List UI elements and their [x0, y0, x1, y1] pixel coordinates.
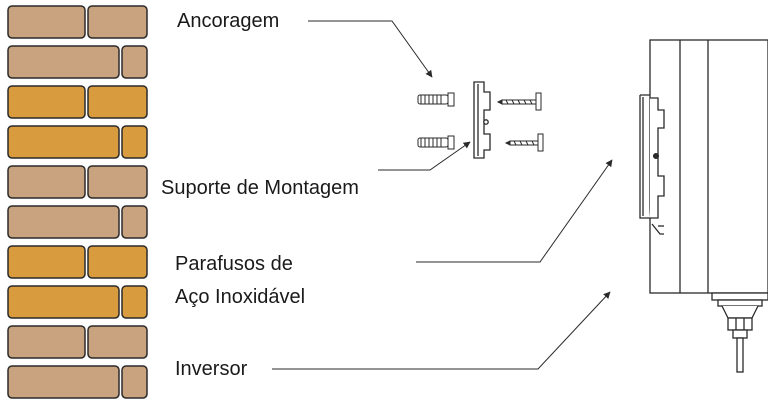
brick — [7, 165, 86, 199]
brick — [7, 125, 120, 159]
wall-anchor-bottom — [417, 135, 455, 150]
brick — [121, 365, 148, 399]
brick — [7, 45, 120, 79]
inverter-leader-line — [272, 291, 611, 370]
brick — [121, 285, 148, 319]
brick — [7, 245, 86, 279]
mounting-bracket — [473, 81, 491, 159]
label-inverter: Inversor — [175, 358, 248, 380]
label-screws-line1: Parafusos de — [175, 253, 293, 275]
bracket-leader-line — [378, 141, 471, 171]
label-anchor: Ancoragem — [177, 10, 280, 32]
screws-leader-line — [416, 159, 613, 263]
brick-wall — [7, 5, 148, 399]
brick — [87, 325, 148, 359]
brick — [87, 5, 148, 39]
brick — [87, 245, 148, 279]
brick — [7, 85, 86, 119]
label-screws-line2: Aço Inoxidável — [175, 286, 306, 308]
anchor-leader-line — [308, 20, 433, 78]
wall-anchor-top — [417, 92, 455, 107]
brick — [87, 85, 148, 119]
brick — [121, 45, 148, 79]
label-mounting-bracket: Suporte de Montagem — [161, 177, 359, 199]
brick — [121, 205, 148, 239]
brick — [7, 205, 120, 239]
brick — [7, 365, 120, 399]
stainless-screw-top — [496, 92, 542, 111]
brick — [121, 125, 148, 159]
stainless-screw-bottom — [504, 133, 544, 152]
brick — [7, 5, 86, 39]
brick — [7, 325, 86, 359]
inverter — [639, 39, 768, 373]
brick — [7, 285, 120, 319]
brick — [87, 165, 148, 199]
